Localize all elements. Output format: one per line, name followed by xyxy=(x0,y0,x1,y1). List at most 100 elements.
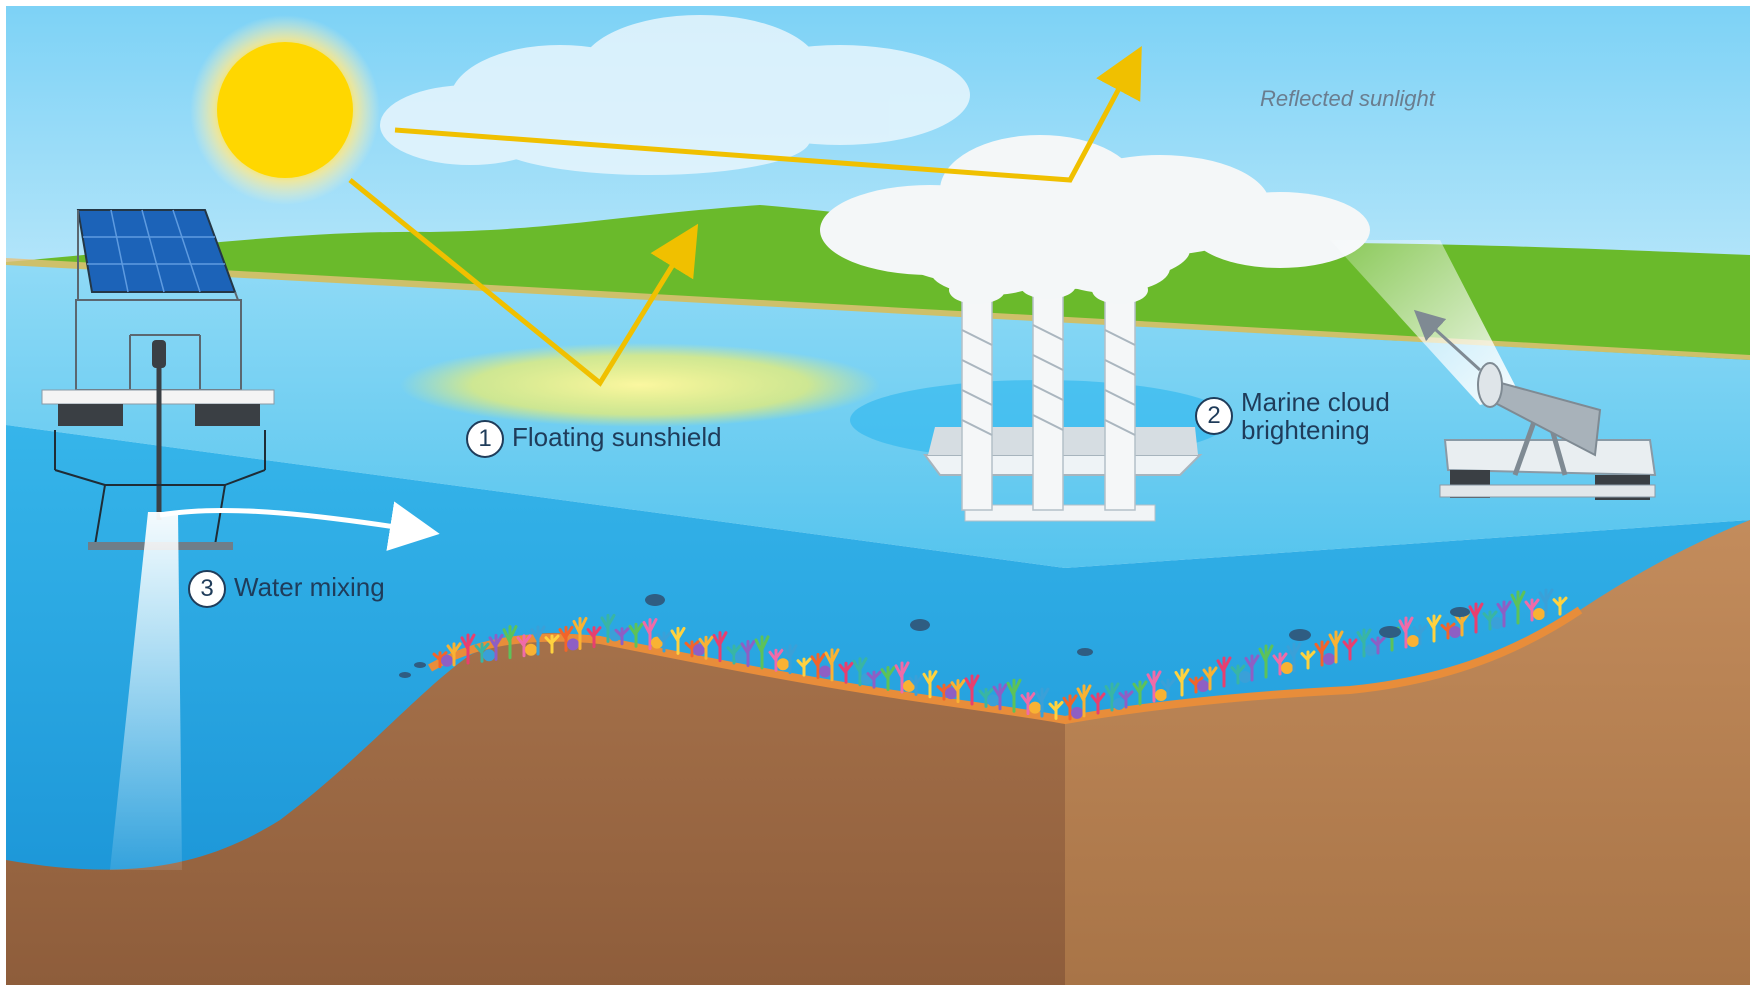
coral-bulb xyxy=(1533,608,1545,621)
coral xyxy=(1412,624,1428,646)
coral xyxy=(978,687,994,708)
background-clouds xyxy=(380,15,970,175)
coral xyxy=(1062,694,1078,721)
number-badge: 3 xyxy=(188,570,226,608)
coral xyxy=(1090,692,1106,715)
coral xyxy=(1048,700,1064,720)
floating-sunshield xyxy=(400,343,880,427)
coral xyxy=(698,635,714,660)
coral xyxy=(810,652,826,679)
cloud-brightening-vessel xyxy=(923,243,1203,522)
coral-bulb xyxy=(903,679,915,692)
coral xyxy=(1496,600,1512,628)
coral-bulb xyxy=(987,694,999,707)
coral xyxy=(530,625,546,656)
coral xyxy=(1482,610,1498,631)
sunlight-ray-cloud xyxy=(394,45,1142,183)
coral xyxy=(614,627,630,646)
coral-bulb xyxy=(651,636,663,649)
coral-bulb xyxy=(1071,706,1083,719)
coral-bulb xyxy=(1197,679,1209,692)
coral xyxy=(600,613,616,643)
coral xyxy=(1328,630,1344,664)
coral xyxy=(488,633,504,661)
coral xyxy=(1076,684,1092,718)
coral-bulb xyxy=(1323,653,1335,666)
label-text-line2: brightening xyxy=(1241,415,1370,445)
coral xyxy=(1244,654,1260,682)
coral xyxy=(1006,678,1022,713)
coral xyxy=(866,670,882,689)
coral xyxy=(1174,668,1190,697)
coral xyxy=(474,642,490,663)
coral xyxy=(1118,690,1134,709)
coral xyxy=(1356,628,1372,658)
coral xyxy=(1552,596,1568,616)
coral xyxy=(1440,622,1456,640)
coral xyxy=(446,642,462,667)
coral xyxy=(670,626,686,655)
coral xyxy=(1230,664,1246,685)
label-text: Water mixing xyxy=(234,571,385,602)
coral xyxy=(964,674,980,706)
coral-bulb xyxy=(735,651,747,664)
coral xyxy=(726,644,742,665)
coral xyxy=(1370,636,1386,655)
coral-bulb xyxy=(441,654,453,667)
coral xyxy=(880,666,896,692)
coral xyxy=(852,657,868,687)
coral-bulb xyxy=(693,643,705,656)
coral xyxy=(502,625,518,660)
coral-bulb xyxy=(945,687,957,700)
coral xyxy=(1104,682,1120,712)
coral xyxy=(1524,598,1540,622)
coral xyxy=(1272,652,1288,676)
coral xyxy=(544,634,560,654)
coral xyxy=(992,683,1008,711)
coral xyxy=(796,657,812,677)
coral xyxy=(1034,687,1050,718)
label-water-mixing: 3 Water mixing xyxy=(188,570,385,608)
coral xyxy=(1216,656,1232,688)
coral xyxy=(1398,616,1414,649)
coral xyxy=(1468,602,1484,634)
coral xyxy=(572,617,588,650)
coral xyxy=(768,648,784,672)
coral-bulb xyxy=(525,643,537,656)
shoreline xyxy=(6,258,1750,360)
coral-bulb xyxy=(1491,617,1503,630)
label-text: Floating sunshield xyxy=(512,421,722,452)
coral xyxy=(460,633,476,665)
coral xyxy=(1426,614,1442,643)
coral-bulb xyxy=(1155,688,1167,701)
coral-bulb xyxy=(1449,626,1461,639)
coral xyxy=(782,644,798,675)
coral-bulb xyxy=(1365,644,1377,657)
seabed-right xyxy=(1065,520,1750,985)
coral-bulb xyxy=(1281,661,1293,674)
water-mixing-platform xyxy=(41,209,440,870)
coral-bulb xyxy=(483,649,495,662)
coral-bulb xyxy=(777,658,789,671)
coral-bulb xyxy=(1239,670,1251,683)
coral-bulb xyxy=(819,665,831,678)
coral xyxy=(1300,650,1316,670)
coral xyxy=(1342,638,1358,661)
coral xyxy=(740,639,756,667)
coral-bulb xyxy=(1407,635,1419,648)
coral xyxy=(586,626,602,649)
coral xyxy=(1538,588,1554,619)
coral xyxy=(1314,640,1330,667)
coral xyxy=(838,661,854,684)
coral xyxy=(1020,692,1036,716)
label-text-line1: Marine cloud xyxy=(1241,387,1390,417)
coral-bulb xyxy=(1029,701,1041,714)
number-badge: 2 xyxy=(1195,397,1233,435)
coral-bulb xyxy=(567,638,579,651)
coral xyxy=(936,683,952,701)
coral xyxy=(1160,678,1176,700)
coral xyxy=(824,648,840,682)
